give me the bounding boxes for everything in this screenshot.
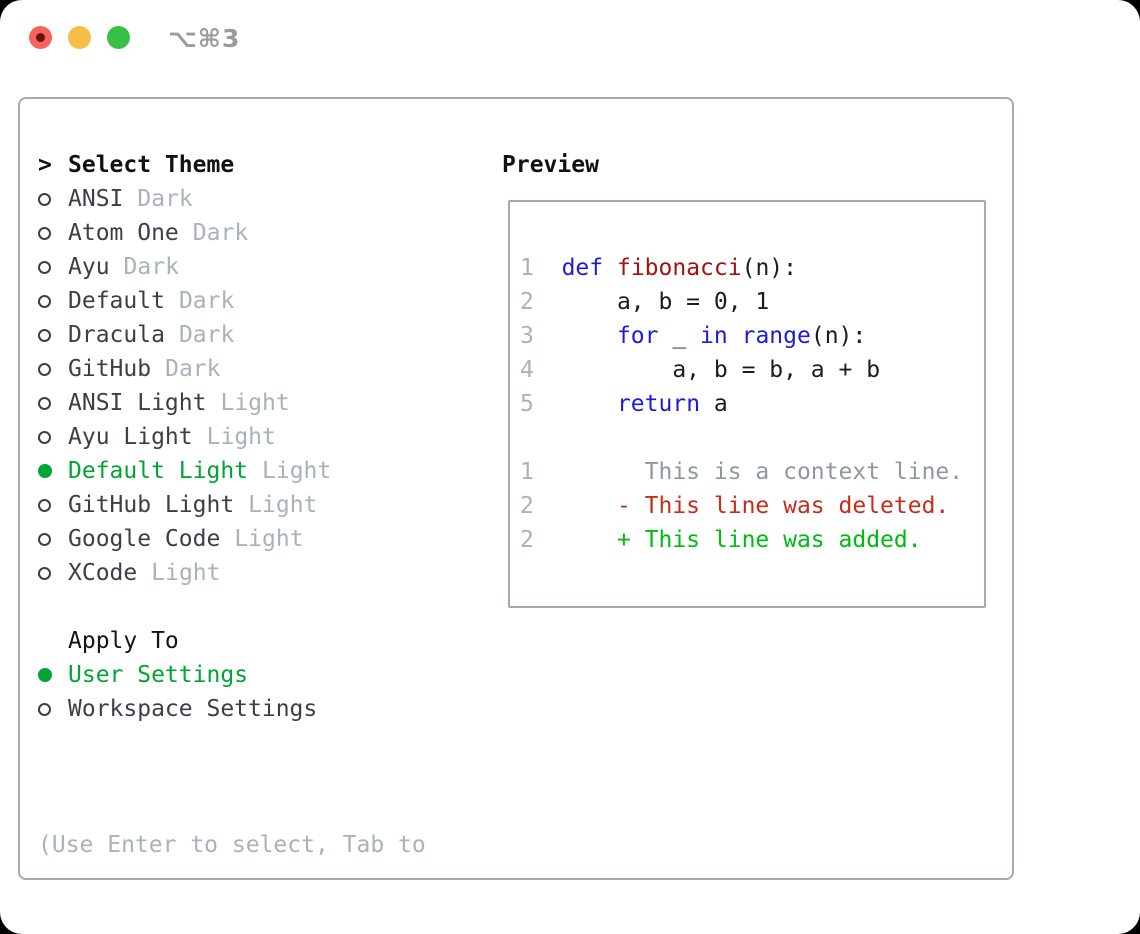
help-line: change focus) (38, 930, 426, 934)
radio-unselected-icon (38, 260, 51, 274)
help-line: (Use Enter to select, Tab to (38, 832, 426, 858)
apply-option-workspace-settings[interactable]: Workspace Settings (38, 692, 331, 726)
apply-to-header: Apply To (38, 624, 331, 658)
radio-unselected-icon (38, 192, 51, 206)
close-dot-icon (36, 33, 45, 42)
radio-unselected-icon (38, 294, 51, 308)
radio-unselected-icon (38, 430, 51, 444)
variant-tag: Light (262, 458, 332, 484)
variant-tag: Dark (137, 186, 193, 212)
line-number: 1 (520, 255, 534, 281)
variant-tag: Dark (165, 356, 221, 382)
line-number: 2 (520, 289, 534, 315)
line-number: 4 (520, 357, 534, 383)
prompt-icon: > (38, 152, 52, 178)
variant-tag: Light (206, 424, 276, 450)
titlebar: ⌥⌘3 (0, 0, 1140, 76)
variant-tag: Light (234, 526, 304, 552)
code-line: 3 for _ in range(n): (520, 323, 867, 349)
select-theme-title: Select Theme (68, 152, 235, 178)
blank-line (520, 421, 984, 455)
code-line: 1 def fibonacci(n): (520, 255, 797, 281)
radio-unselected-icon (38, 566, 51, 580)
diff-deleted-line: 2 - This line was deleted. (520, 493, 950, 519)
theme-picker-panel: > Select Theme ANSI Dark Atom One Dark A… (18, 97, 1014, 880)
variant-tag: Light (248, 492, 318, 518)
variant-tag: Dark (192, 220, 249, 246)
help-text: (Use Enter to select, Tab to change focu… (38, 760, 426, 934)
theme-option-ayu-dark[interactable]: Ayu Dark (38, 250, 331, 284)
line-number: 2 (520, 493, 534, 519)
theme-list: > Select Theme ANSI Dark Atom One Dark A… (38, 148, 331, 726)
diff-context-line: 1 This is a context line. (520, 459, 964, 485)
apply-to-title: Apply To (68, 628, 179, 654)
theme-option-default-light[interactable]: Default Light Light (38, 454, 331, 488)
close-button[interactable] (29, 26, 52, 49)
theme-option-google-code-light[interactable]: Google Code Light (38, 522, 331, 556)
line-number: 1 (520, 459, 534, 485)
theme-option-dracula-dark[interactable]: Dracula Dark (38, 318, 331, 352)
theme-option-ansi-light[interactable]: ANSI Light Light (38, 386, 331, 420)
zoom-button[interactable] (107, 26, 130, 49)
line-number: 3 (520, 323, 534, 349)
theme-option-github-light[interactable]: GitHub Light Light (38, 488, 331, 522)
theme-option-default-dark[interactable]: Default Dark (38, 284, 331, 318)
variant-tag: Dark (123, 254, 179, 280)
theme-option-atom-one-dark[interactable]: Atom One Dark (38, 216, 331, 250)
code-line: 2 a, b = 0, 1 (520, 289, 770, 315)
diff-added-line: 2 + This line was added. (520, 527, 922, 553)
theme-option-github-dark[interactable]: GitHub Dark (38, 352, 331, 386)
variant-tag: Light (220, 390, 290, 416)
window-controls (29, 26, 130, 49)
select-theme-header: > Select Theme (38, 148, 331, 182)
minimize-button[interactable] (68, 26, 91, 49)
keyboard-shortcut-label: ⌥⌘3 (168, 24, 241, 53)
radio-selected-icon (38, 668, 52, 682)
radio-unselected-icon (38, 362, 51, 376)
preview-title: Preview (502, 152, 599, 178)
line-number: 2 (520, 527, 534, 553)
variant-tag: Dark (178, 322, 235, 348)
code-line: 5 return a (520, 391, 728, 417)
radio-unselected-icon (38, 702, 51, 716)
radio-unselected-icon (38, 226, 51, 240)
variant-tag: Light (151, 560, 221, 586)
radio-selected-icon (38, 464, 52, 478)
variant-tag: Dark (178, 288, 235, 314)
theme-option-ansi-dark[interactable]: ANSI Dark (38, 182, 331, 216)
section-gap (38, 590, 331, 624)
radio-unselected-icon (38, 532, 51, 546)
theme-option-ayu-light[interactable]: Ayu Light Light (38, 420, 331, 454)
radio-unselected-icon (38, 498, 51, 512)
radio-unselected-icon (38, 328, 51, 342)
radio-unselected-icon (38, 396, 51, 410)
code-line: 4 a, b = b, a + b (520, 357, 881, 383)
theme-option-xcode-light[interactable]: XCode Light (38, 556, 331, 590)
apply-option-user-settings[interactable]: User Settings (38, 658, 331, 692)
line-number: 5 (520, 391, 534, 417)
preview-box: 1 def fibonacci(n): 2 a, b = 0, 1 3 for … (508, 200, 986, 608)
